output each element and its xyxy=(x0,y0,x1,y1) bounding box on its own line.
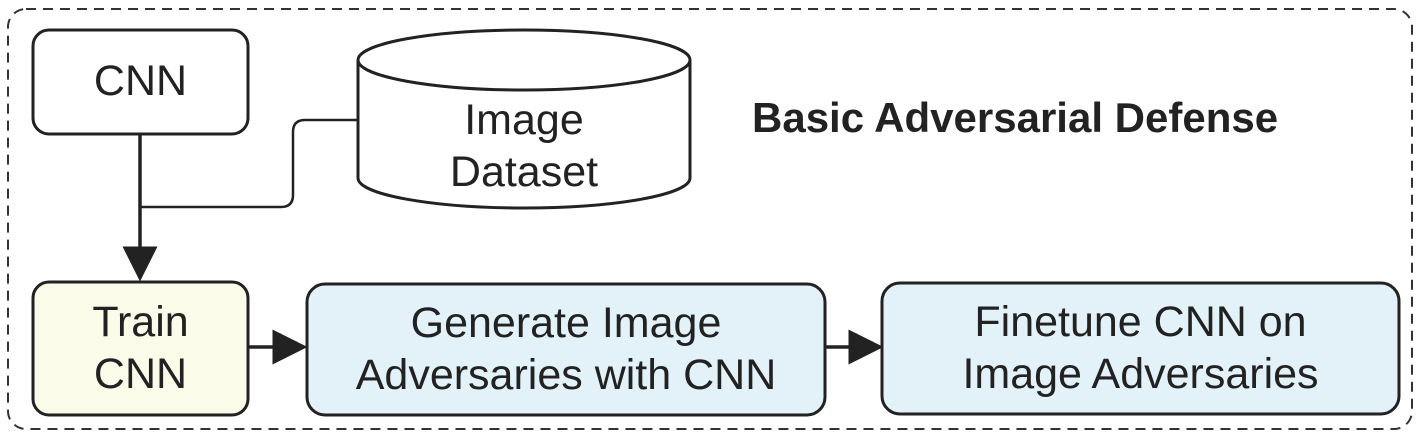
image-dataset-cylinder xyxy=(356,28,692,210)
generate-adversaries-label: Generate Image Adversaries with CNN xyxy=(355,298,777,399)
dataset-connector-line xyxy=(140,118,358,209)
outer-dashed-frame xyxy=(7,8,1413,430)
train-cnn-label: Train CNN xyxy=(92,297,189,398)
image-dataset-label: Image Dataset xyxy=(449,96,599,196)
finetune-cnn-label: Finetune CNN on Image Adversaries xyxy=(962,297,1319,398)
diagram-title: Basic Adversarial Defense xyxy=(752,94,1279,141)
generate-adversaries-box xyxy=(305,282,827,417)
finetune-cnn-box xyxy=(880,281,1401,416)
cnn-label: CNN xyxy=(93,57,188,106)
